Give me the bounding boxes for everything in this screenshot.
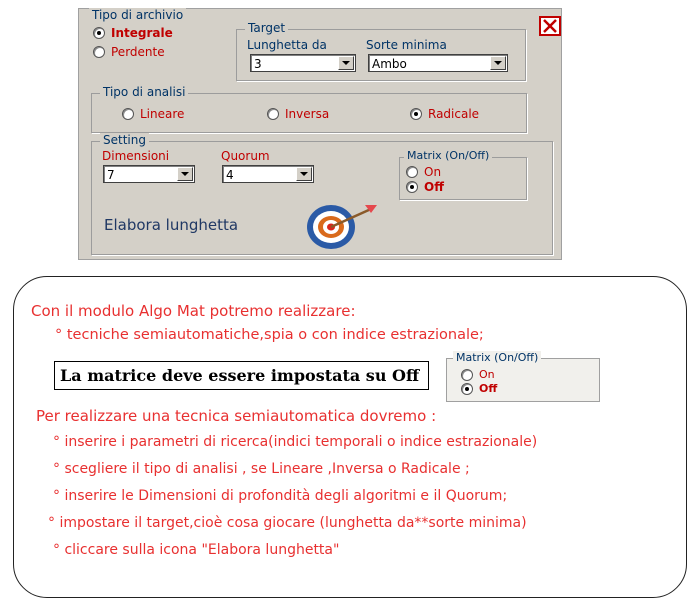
close-button[interactable]	[539, 16, 561, 36]
matrix-reference: Matrix (On/Off) On Off	[446, 351, 600, 402]
target-group: Target Lunghetta da Sorte minima 3 Ambo	[236, 21, 526, 81]
dimensioni-value: 7	[107, 168, 115, 182]
radio-radicale-dot[interactable]	[410, 108, 422, 120]
matrix-reference-on-dot	[461, 368, 473, 381]
radio-perdente[interactable]: Perdente	[93, 45, 165, 59]
radio-inversa[interactable]: Inversa	[267, 107, 329, 121]
step-2: ° scegliere il tipo di analisi , se Line…	[53, 461, 470, 477]
chevron-down-icon[interactable]	[296, 167, 312, 181]
tipo-archivio-legend: Tipo di archivio	[89, 8, 187, 22]
matrix-reference-off-label: Off	[479, 382, 498, 395]
matrix-group: Matrix (On/Off) On Off	[399, 149, 527, 200]
tipo-analisi-legend: Tipo di analisi	[100, 85, 189, 99]
matrix-reference-off-dot	[461, 382, 473, 395]
matrix-legend: Matrix (On/Off)	[404, 149, 493, 162]
elabora-lunghetta-label[interactable]: Elabora lunghetta	[104, 216, 239, 234]
radio-matrix-off-label: Off	[424, 180, 444, 194]
radio-radicale-label: Radicale	[428, 107, 480, 121]
radio-lineare[interactable]: Lineare	[122, 107, 184, 121]
quorum-label: Quorum	[221, 149, 270, 163]
matrix-reference-on: On	[461, 368, 495, 381]
chevron-down-icon[interactable]	[338, 56, 354, 70]
algo-mat-panel: Tipo di archivio Integrale Perdente Targ…	[78, 8, 562, 260]
radio-lineare-label: Lineare	[140, 107, 185, 121]
radio-matrix-on-label: On	[424, 165, 442, 179]
lunghetta-value: 3	[254, 57, 262, 71]
quorum-select[interactable]: 4	[222, 165, 314, 183]
matrix-reference-on-label: On	[479, 368, 495, 381]
setting-group: Setting Dimensioni Quorum 7 4 Matrix (On…	[91, 133, 553, 255]
dimensioni-select[interactable]: 7	[103, 165, 195, 183]
lunghetta-label: Lunghetta da	[247, 38, 327, 52]
steps-intro: Per realizzare una tecnica semiautomatic…	[36, 407, 437, 425]
chevron-down-icon[interactable]	[490, 56, 506, 70]
radio-lineare-dot[interactable]	[122, 108, 134, 120]
tipo-analisi-group: Tipo di analisi Lineare Inversa Radicale	[91, 85, 527, 133]
sorte-select[interactable]: Ambo	[368, 54, 508, 72]
info-box	[13, 276, 687, 598]
step-3: ° inserire le Dimensioni di profondità d…	[53, 488, 508, 504]
matrix-reference-legend: Matrix (On/Off)	[453, 351, 542, 364]
close-x-icon[interactable]	[542, 19, 558, 33]
radio-perdente-dot[interactable]	[93, 46, 105, 58]
radio-matrix-off-dot[interactable]	[406, 181, 418, 193]
radio-matrix-on-dot[interactable]	[406, 166, 418, 178]
sorte-value: Ambo	[372, 57, 407, 71]
info-intro: Con il modulo Algo Mat potremo realizzar…	[31, 302, 356, 320]
radio-integrale-dot[interactable]	[93, 27, 105, 39]
step-4: ° impostare il target,cioè cosa giocare …	[48, 515, 527, 531]
radio-integrale[interactable]: Integrale	[93, 26, 173, 40]
radio-inversa-label: Inversa	[285, 107, 330, 121]
sorte-label: Sorte minima	[366, 38, 447, 52]
chevron-down-icon[interactable]	[177, 167, 193, 181]
dimensioni-label: Dimensioni	[102, 149, 170, 163]
radio-matrix-off[interactable]: Off	[406, 180, 444, 194]
note-box: La matrice deve essere impostata su Off	[54, 361, 429, 390]
radio-inversa-dot[interactable]	[267, 108, 279, 120]
target-arrow-icon[interactable]	[305, 201, 383, 255]
setting-legend: Setting	[100, 133, 149, 147]
info-bullet-1: ° tecniche semiautomatiche,spia o con in…	[55, 327, 484, 343]
target-legend: Target	[245, 21, 289, 35]
radio-perdente-label: Perdente	[111, 45, 165, 59]
lunghetta-select[interactable]: 3	[250, 54, 356, 72]
step-5: ° cliccare sulla icona "Elabora lunghett…	[53, 542, 340, 558]
radio-integrale-label: Integrale	[111, 26, 173, 40]
step-1: ° inserire i parametri di ricerca(indici…	[53, 434, 538, 450]
quorum-value: 4	[226, 168, 234, 182]
radio-matrix-on[interactable]: On	[406, 165, 441, 179]
matrix-reference-off: Off	[461, 382, 497, 395]
radio-radicale[interactable]: Radicale	[410, 107, 479, 121]
